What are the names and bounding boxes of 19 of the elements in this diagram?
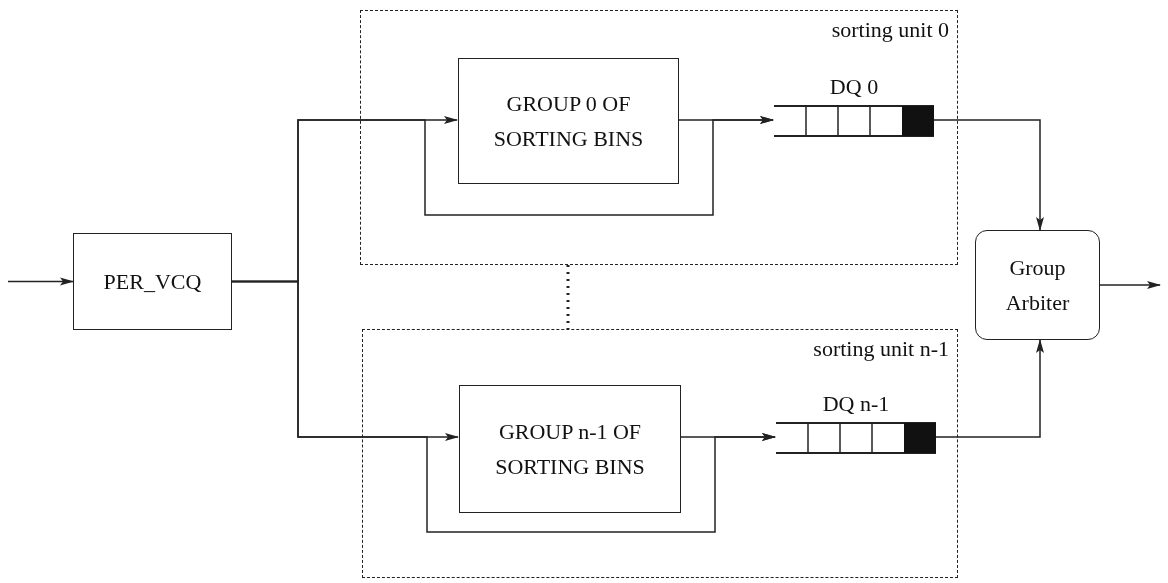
process-box	[459, 385, 681, 513]
rounded-box	[975, 230, 1100, 340]
unit-label: sorting unit 0	[831, 17, 949, 43]
queue-label: DQ n-1	[822, 390, 890, 418]
box-label: GROUP n-1 OF SORTING BINS	[494, 417, 646, 481]
sorting-unit-frame	[360, 10, 958, 265]
queue-label: DQ 0	[829, 73, 879, 101]
arrow	[1099, 281, 1161, 289]
arrow	[679, 433, 776, 441]
box-label: Group Arbiter	[1004, 253, 1071, 317]
arrow	[7, 277, 74, 286]
box-label: PER_VCQ	[103, 267, 202, 296]
process-box	[458, 58, 679, 184]
sorting-unit-frame	[362, 329, 958, 578]
arrow	[677, 116, 774, 124]
box-label: GROUP 0 OF SORTING BINS	[492, 89, 645, 153]
unit-label: sorting unit n-1	[813, 336, 949, 362]
process-box	[73, 233, 232, 330]
dotted-line	[566, 265, 570, 329]
